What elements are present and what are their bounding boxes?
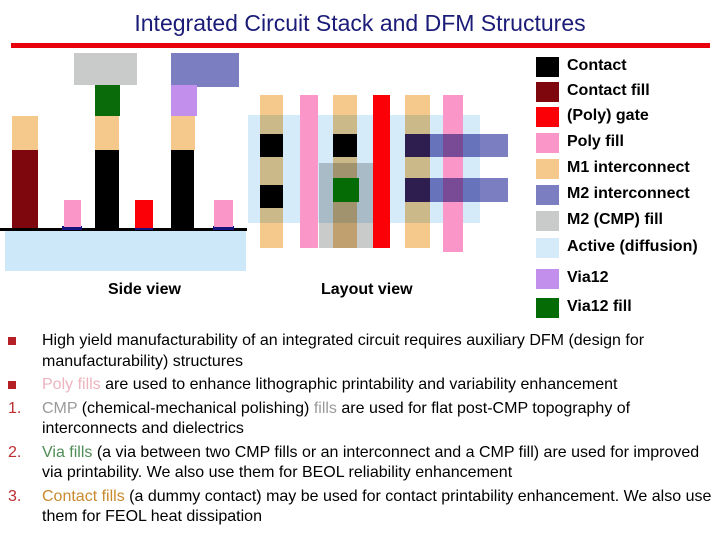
contact-swatch — [536, 57, 559, 77]
list-item-text: Contact fills (a dummy contact) may be u… — [42, 487, 712, 526]
substrate-surface-line — [0, 228, 247, 231]
list-item: 1. CMP (chemical-mechanical polishing) f… — [8, 399, 714, 440]
side-navy-strip-3 — [213, 226, 234, 230]
side-m1-segment-2 — [95, 116, 119, 150]
layout-poly-gate — [373, 95, 390, 248]
side-navy-strip-2 — [135, 226, 153, 230]
page-title: Integrated Circuit Stack and DFM Structu… — [134, 10, 586, 36]
list-item-text: Poly fills are used to enhance lithograp… — [42, 376, 618, 393]
legend-label: M1 interconnect — [567, 159, 690, 176]
side-contact-column-1 — [95, 150, 119, 228]
title-underline — [11, 43, 710, 48]
contact-fill-swatch — [536, 82, 559, 102]
side-poly-fill-2 — [214, 200, 233, 227]
layout-via12-fill — [333, 178, 359, 202]
legend-label: Contact fill — [567, 82, 650, 99]
contact-fills-term: Contact fills — [42, 487, 125, 505]
layout-contact-1 — [260, 134, 283, 157]
list-item: High yield manufacturability of an integ… — [8, 331, 714, 372]
legend-label: Contact — [567, 57, 627, 74]
square-bullet-icon — [8, 337, 16, 345]
layout-m2-m1-via-overlap-2 — [405, 178, 430, 202]
poly-fills-term: Poly fills — [42, 376, 101, 393]
side-contact-column-2 — [171, 150, 194, 228]
side-via12-fill — [95, 85, 120, 116]
poly-fill-swatch — [536, 133, 559, 153]
side-m2-interconnect-box — [171, 53, 239, 87]
legend-label: Via12 fill — [567, 298, 632, 315]
list-item: Poly fills are used to enhance lithograp… — [8, 375, 714, 396]
cmp-fill-swatch — [536, 211, 559, 231]
cmp-term: CMP — [42, 399, 78, 417]
side-m1-segment-1 — [12, 116, 38, 151]
side-navy-strip-1 — [62, 226, 82, 230]
layout-m2-bar-1 — [407, 134, 508, 157]
list-item-text: High yield manufacturability of an integ… — [42, 332, 645, 370]
bullet-marker — [8, 375, 42, 396]
layout-view-label: Layout view — [321, 281, 413, 298]
side-view-label: Side view — [108, 281, 181, 298]
layout-contact-2 — [260, 185, 283, 208]
list-item-text: CMP (chemical-mechanical polishing) fill… — [42, 399, 631, 438]
via12-swatch — [536, 269, 559, 289]
m1-swatch — [536, 159, 559, 179]
legend-label: Poly fill — [567, 133, 624, 150]
legend-label: Active (diffusion) — [567, 238, 698, 255]
bullet-marker — [8, 331, 42, 372]
m2-swatch — [536, 185, 559, 205]
bullet-list: High yield manufacturability of an integ… — [8, 331, 714, 531]
side-poly-fill-1 — [64, 200, 81, 227]
legend-label: (Poly) gate — [567, 107, 649, 124]
layout-cmp-fill-box — [319, 163, 373, 248]
number-marker: 3. — [8, 487, 22, 505]
layout-m2-m1-via-overlap-1 — [405, 134, 430, 157]
side-poly-gate — [135, 200, 153, 228]
side-m2-cmp-fill-box — [74, 53, 137, 85]
poly-gate-swatch — [536, 107, 559, 127]
side-contact-fill-column — [12, 150, 38, 228]
list-item: 3. Contact fills (a dummy contact) may b… — [8, 487, 714, 528]
number-marker: 1. — [8, 399, 22, 417]
layout-poly-fill-2 — [443, 95, 463, 252]
side-active-substrate — [5, 231, 246, 271]
side-m1-segment-3 — [171, 116, 195, 150]
via12-fill-swatch — [536, 298, 559, 318]
legend-label: Via12 — [567, 269, 609, 286]
layout-poly-fill-1 — [300, 95, 318, 248]
fills-term: fills — [313, 399, 337, 417]
square-bullet-icon — [8, 381, 16, 389]
active-swatch — [536, 238, 559, 258]
list-item: 2. Via fills (a via between two CMP fill… — [8, 443, 714, 484]
number-marker: 2. — [8, 443, 22, 461]
list-item-text: Via fills (a via between two CMP fills o… — [42, 443, 700, 482]
side-via12 — [171, 85, 197, 116]
via-fills-term: Via fills — [42, 443, 93, 461]
layout-contact-3 — [333, 134, 357, 157]
legend-label: M2 interconnect — [567, 185, 690, 202]
legend-label: M2 (CMP) fill — [567, 211, 663, 228]
